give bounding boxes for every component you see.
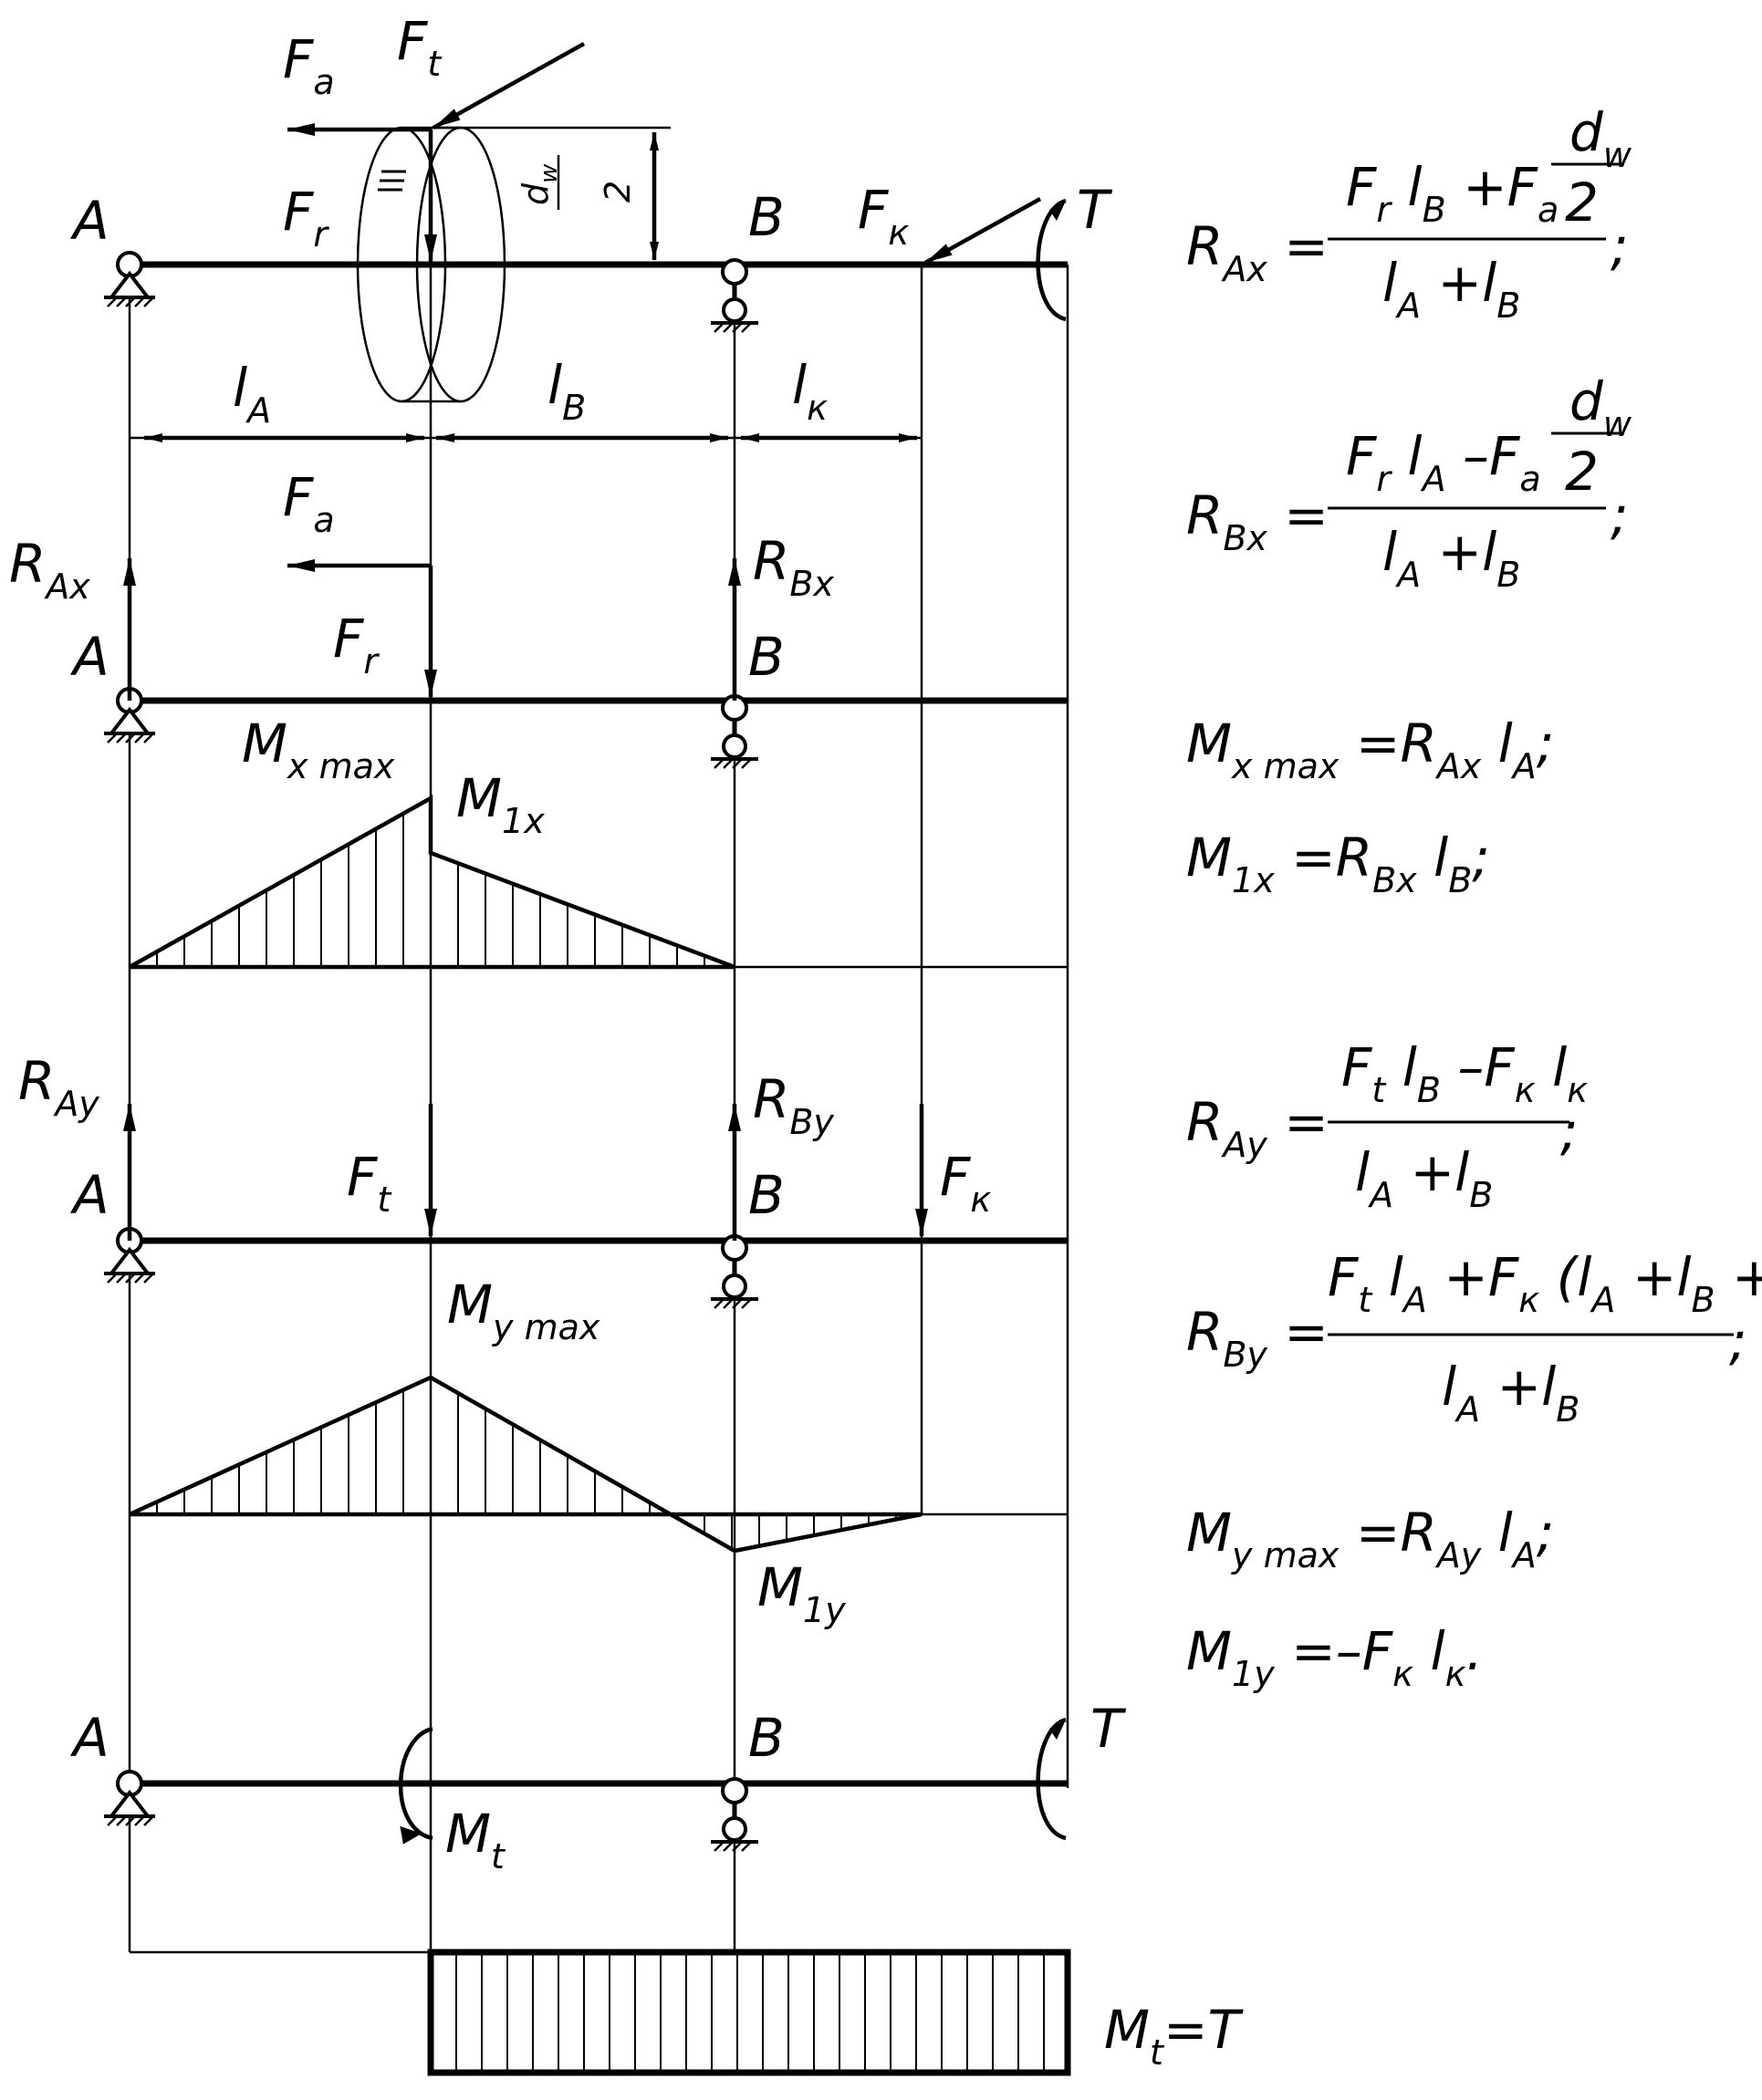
svg-text:lA +lB: lA +lB bbox=[1442, 1356, 1580, 1429]
svg-text:Ft lA +Fк (lA +lB +lк): Ft lA +Fк (lA +lB +lк) bbox=[1328, 1246, 1762, 1320]
label-A3: A bbox=[69, 1164, 109, 1226]
formula-Mxmax: Mx max =RAx lA; bbox=[1186, 712, 1554, 786]
shaft-scheme bbox=[102, 42, 1068, 442]
label-dw-two: 2 bbox=[598, 181, 638, 203]
formula-Mt: Mt=T bbox=[1104, 1999, 1245, 2073]
svg-text:2: 2 bbox=[1565, 441, 1599, 503]
svg-text:M1y =–Fк lк.: M1y =–Fк lк. bbox=[1186, 1620, 1483, 1694]
label-Ft1: Ft bbox=[397, 10, 443, 84]
svg-text:;: ; bbox=[1611, 215, 1629, 277]
label-Fa1: Fa bbox=[283, 28, 335, 102]
label-RAx: RAx bbox=[9, 533, 90, 607]
formula-M1x: M1x =RBx lB; bbox=[1186, 826, 1490, 900]
label-lB: lB bbox=[547, 354, 586, 428]
formula-RAy: RAy = Ft lB –Fк lк lA +lB ; bbox=[1186, 1036, 1588, 1215]
svg-text:Fr lA –Fa: Fr lA –Fa bbox=[1346, 425, 1541, 499]
label-M1y: M1y bbox=[757, 1556, 846, 1630]
svg-text:;: ; bbox=[1729, 1310, 1747, 1372]
svg-text:Fr lB +Fa: Fr lB +Fa bbox=[1346, 156, 1559, 230]
svg-text:Mx max =RAx lA;: Mx max =RAx lA; bbox=[1186, 712, 1554, 786]
svg-text:My max =RAy lA;: My max =RAy lA; bbox=[1186, 1502, 1554, 1575]
svg-text:RAy =: RAy = bbox=[1186, 1091, 1329, 1165]
svg-text:2: 2 bbox=[1565, 172, 1599, 234]
label-A2: A bbox=[69, 626, 109, 688]
svg-text:dw: dw bbox=[1569, 101, 1632, 175]
label-B3: B bbox=[748, 1164, 785, 1226]
svg-text:M1x =RBx lB;: M1x =RBx lB; bbox=[1186, 826, 1490, 900]
svg-text:RAx =: RAx = bbox=[1186, 215, 1329, 289]
label-B1: B bbox=[748, 186, 785, 248]
label-Fr2: Fr bbox=[333, 608, 380, 681]
torsion-scheme bbox=[102, 1717, 1068, 1851]
svg-text:lA +lB: lA +lB bbox=[1382, 252, 1520, 326]
label-Mymax: My max bbox=[447, 1274, 600, 1347]
formula-M1y: M1y =–Fк lк. bbox=[1186, 1620, 1483, 1694]
formula-RBy: RBy = Ft lA +Fк (lA +lB +lк) lA +lB ; bbox=[1186, 1246, 1762, 1429]
label-Mxmax: Mx max bbox=[242, 712, 395, 786]
label-T2: T bbox=[1090, 1698, 1127, 1760]
label-lA: lA bbox=[233, 357, 271, 431]
formulas: RAx = Fr lB +Fa dw 2 lA +lB ; RBx = Fr l… bbox=[1104, 101, 1762, 2073]
label-B2: B bbox=[748, 626, 785, 688]
label-A1: A bbox=[69, 190, 109, 252]
label-Mt: Mt bbox=[445, 1803, 506, 1876]
label-Ft2: Ft bbox=[347, 1146, 392, 1220]
label-B4: B bbox=[748, 1707, 785, 1769]
svg-text:;: ; bbox=[1611, 484, 1629, 546]
label-Fk2: Fк bbox=[940, 1146, 991, 1220]
formula-Mymax: My max =RAy lA; bbox=[1186, 1502, 1554, 1575]
svg-text:lA +lB: lA +lB bbox=[1355, 1141, 1493, 1215]
label-Fk1: Fк bbox=[858, 179, 909, 253]
label-A4: A bbox=[69, 1707, 109, 1769]
label-Fa2: Fa bbox=[283, 466, 335, 540]
svg-text:lA +lB: lA +lB bbox=[1382, 521, 1520, 595]
diagram-labels: A B T Fa Ft Fr Fк dw 2 lA lB lк Fa RAx A… bbox=[9, 10, 1127, 1876]
label-T1: T bbox=[1077, 179, 1113, 241]
formula-RBx: RBx = Fr lA –Fa dw 2 lA +lB ; bbox=[1186, 370, 1632, 595]
svg-text:dw: dw bbox=[1569, 370, 1632, 444]
moment-diagram-my bbox=[129, 1375, 923, 1554]
svg-text:;: ; bbox=[1560, 1100, 1579, 1162]
torque-diagram bbox=[427, 1949, 1071, 2076]
label-M1x: M1x bbox=[456, 767, 545, 841]
horizontal-plane-scheme bbox=[102, 558, 1068, 768]
label-Fr1: Fr bbox=[283, 181, 329, 255]
formula-RAx: RAx = Fr lB +Fa dw 2 lA +lB ; bbox=[1186, 101, 1632, 326]
svg-text:Ft lB –Fк lк: Ft lB –Fк lк bbox=[1341, 1036, 1588, 1110]
label-dw: dw bbox=[516, 163, 563, 205]
vertical-plane-scheme bbox=[102, 1104, 1068, 1308]
label-RBx: RBx bbox=[753, 530, 834, 604]
svg-text:RBy =: RBy = bbox=[1186, 1301, 1329, 1375]
moment-diagram-mx bbox=[128, 795, 735, 970]
svg-text:RBx =: RBx = bbox=[1186, 484, 1329, 558]
svg-text:Mt=T: Mt=T bbox=[1104, 1999, 1245, 2073]
label-RBy: RBy bbox=[753, 1068, 834, 1142]
label-lk: lк bbox=[792, 354, 828, 428]
label-RAy: RAy bbox=[18, 1050, 99, 1124]
